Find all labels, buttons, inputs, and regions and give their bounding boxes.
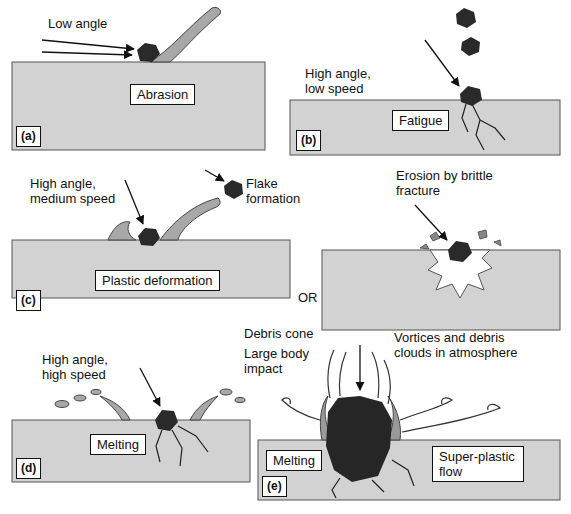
mechanism-text: Plastic deformation (102, 273, 213, 288)
angle-label: High angle, medium speed (30, 176, 125, 206)
mechanism-text: Melting (97, 437, 139, 452)
mechanism-text: Fatigue (399, 113, 442, 128)
panel-letter: (c) (16, 290, 41, 311)
angle-label: High angle, low speed (305, 66, 385, 96)
note-label: Debris cone (244, 326, 313, 341)
mechanism-box: Melting (90, 434, 146, 455)
panel-letter: (e) (262, 476, 287, 497)
mechanism-box: Fatigue (392, 110, 449, 131)
mechanism-box: Abrasion (130, 84, 195, 105)
panel-letter-text: (a) (21, 129, 36, 144)
angle-label: Low angle (48, 16, 107, 31)
panel-letter: (d) (16, 458, 41, 479)
mechanism-box: Super-plastic flow (432, 446, 524, 482)
mechanism-text: Abrasion (137, 87, 188, 102)
note-label: Erosion by brittle fracture (396, 168, 514, 198)
panel-letter-text: (e) (267, 479, 282, 494)
panel-letter-text: (b) (301, 133, 316, 148)
panel-letter-text: (c) (21, 293, 36, 308)
panel-letter: (a) (16, 126, 41, 147)
or-label: OR (298, 290, 318, 305)
mechanism-text: Melting (273, 453, 315, 468)
note-label: Vortices and debris clouds in atmosphere (394, 330, 528, 360)
note-label: Large body impact (244, 346, 319, 376)
panel-letter: (b) (296, 130, 321, 151)
angle-label: High angle, high speed (42, 352, 127, 382)
mechanism-box: Plastic deformation (95, 270, 220, 291)
panel-letter-text: (d) (21, 461, 36, 476)
mechanism-box: Melting (266, 450, 322, 471)
mechanism-text: Super-plastic flow (439, 449, 517, 479)
note-label: Flake formation (246, 176, 316, 206)
